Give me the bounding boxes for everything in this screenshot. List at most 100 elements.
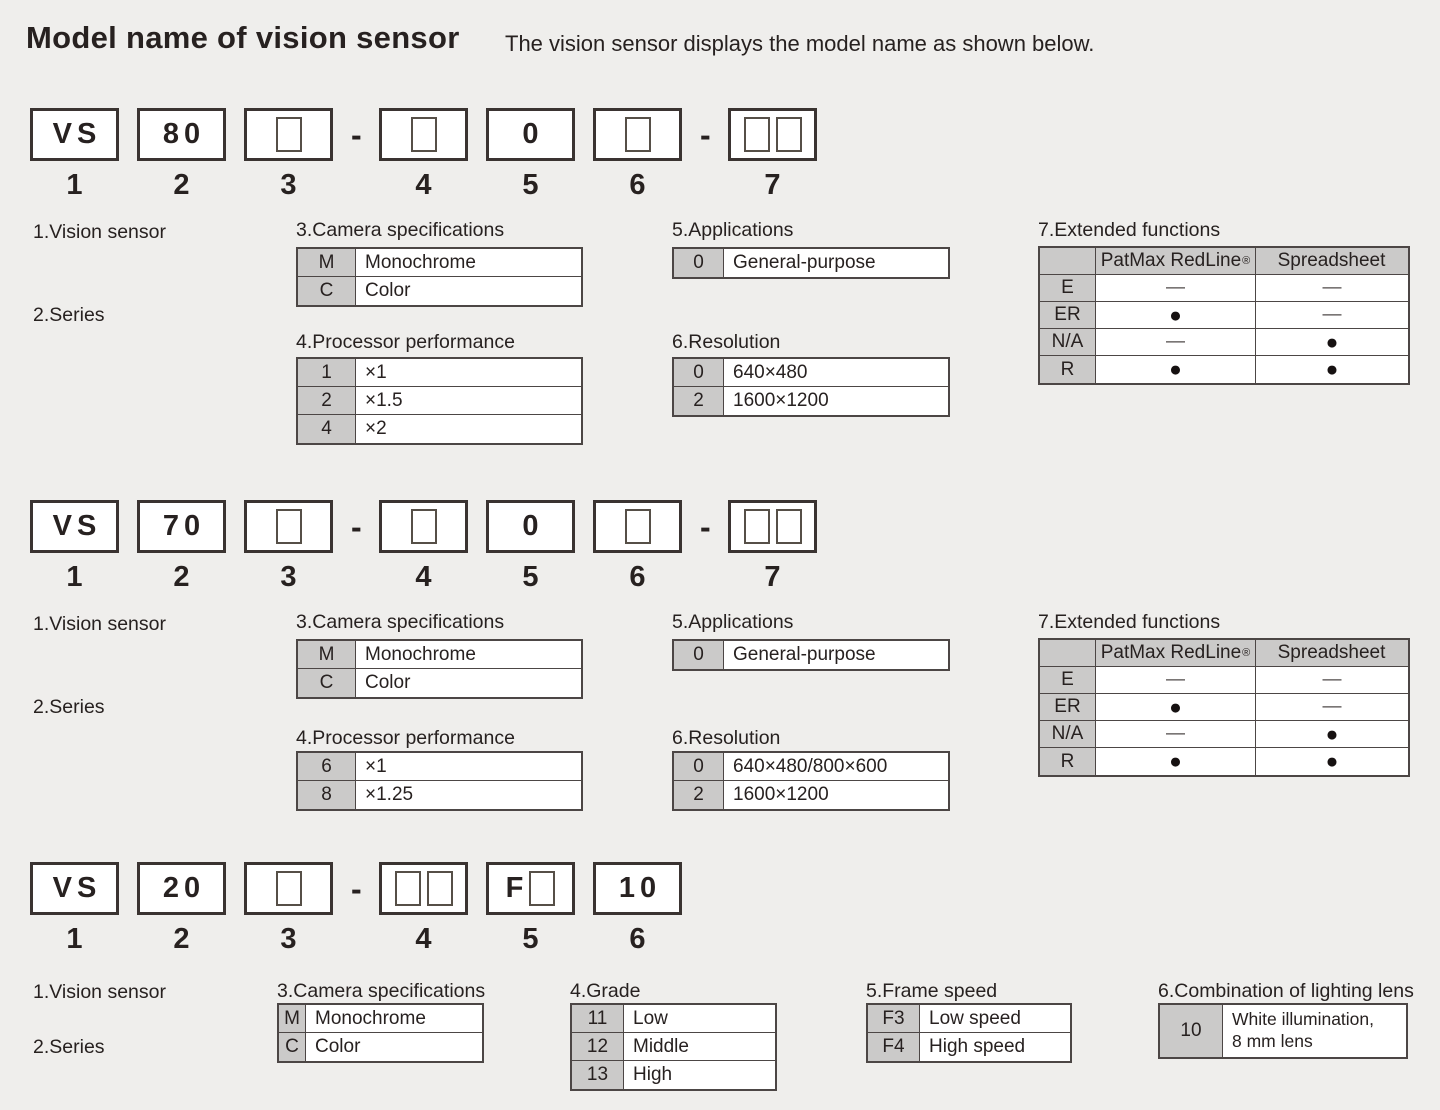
segment-number: 4	[415, 561, 432, 593]
segment-number: 3	[280, 923, 297, 955]
matrix-row: R●●	[1040, 356, 1408, 383]
matrix-value-cell: —	[1256, 275, 1408, 301]
table-heading-camera: 3.Camera specifications	[296, 611, 505, 633]
matrix-value-cell: —	[1256, 694, 1408, 720]
segment-number: 6	[629, 561, 646, 593]
segment-number: 3	[280, 169, 297, 201]
matrix-key-cell: R	[1040, 356, 1096, 383]
matrix-value-cell: ●	[1256, 329, 1408, 355]
table-row: M Monochrome	[279, 1005, 482, 1033]
model-box: 80	[137, 108, 226, 161]
model-box-text: 80	[162, 118, 206, 150]
dash-separator: -	[351, 508, 362, 545]
model-box: F	[486, 862, 575, 915]
key-cell: 8	[298, 781, 356, 809]
segment-number: 4	[415, 169, 432, 201]
dot-mark: ●	[1325, 750, 1339, 773]
digit-spacer	[351, 169, 361, 202]
table-heading-grade: 4.Grade	[570, 980, 641, 1002]
matrix-key-cell: ER	[1040, 302, 1096, 328]
value-line: 8 mm lens	[1232, 1031, 1313, 1051]
matrix-value-cell: —	[1096, 329, 1256, 355]
matrix-value-cell: —	[1096, 275, 1256, 301]
table-heading-applications: 5.Applications	[672, 219, 794, 241]
value-cell: 1600×1200	[733, 784, 829, 805]
matrix-row: E——	[1040, 667, 1408, 694]
model-box-placeholder	[379, 500, 468, 553]
dash-separator: -	[351, 116, 362, 153]
matrix-value-cell: —	[1256, 667, 1408, 693]
value-cell: Color	[365, 672, 411, 693]
matrix-row: E——	[1040, 275, 1408, 302]
table-heading-applications: 5.Applications	[672, 611, 794, 633]
table-heading-camera: 3.Camera specifications	[296, 219, 505, 241]
placeholder-square	[275, 509, 302, 544]
placeholder-square	[275, 117, 302, 152]
label-series: 2.Series	[33, 696, 105, 718]
label-vision-sensor: 1.Vision sensor	[33, 981, 166, 1003]
table-row: M Monochrome	[298, 249, 581, 277]
table-heading-camera: 3.Camera specifications	[277, 980, 486, 1002]
segment-number: 6	[629, 923, 646, 955]
key-cell: M	[298, 249, 356, 276]
digit-spacer	[351, 923, 361, 956]
value-cell: High speed	[929, 1036, 1026, 1057]
value-cell: Color	[315, 1036, 361, 1057]
value-cell: ×1.25	[365, 784, 414, 805]
value-cell: White illumination,8 mm lens	[1223, 1005, 1406, 1057]
model-box-placeholder	[379, 862, 468, 915]
key-cell: F3	[868, 1005, 920, 1032]
model-box-placeholder	[379, 108, 468, 161]
matrix-value-cell: ●	[1256, 748, 1408, 775]
matrix-row: ER●—	[1040, 694, 1408, 721]
matrix-row: N/A—●	[1040, 329, 1408, 356]
dash-mark: —	[1322, 696, 1342, 717]
matrix-header-row: PatMax RedLine®Spreadsheet	[1040, 248, 1408, 275]
matrix-key-cell: N/A	[1040, 721, 1096, 747]
segment-number: 3	[280, 561, 297, 593]
key-cell: M	[279, 1005, 306, 1032]
matrix-header-row: PatMax RedLine®Spreadsheet	[1040, 640, 1408, 667]
key-cell: 2	[298, 387, 356, 414]
value-cell: Monochrome	[365, 251, 476, 273]
key-cell: 0	[674, 359, 724, 386]
matrix-column-header-text: PatMax RedLine	[1100, 642, 1242, 663]
dot-mark: ●	[1325, 722, 1339, 746]
table-heading-resolution: 6.Resolution	[672, 727, 781, 749]
key-cell: 0	[674, 753, 724, 780]
dot-mark: ●	[1169, 303, 1182, 327]
matrix-key-cell: E	[1040, 667, 1096, 693]
matrix-column-header-text: Spreadsheet	[1277, 250, 1386, 271]
value-cell: General-purpose	[733, 644, 876, 665]
dash-separator: -	[700, 508, 711, 545]
model-box-text: VS	[52, 118, 102, 150]
table-heading-extended-functions: 7.Extended functions	[1038, 219, 1221, 241]
label-vision-sensor: 1.Vision sensor	[33, 221, 166, 243]
matrix-row: R●●	[1040, 748, 1408, 775]
dot-mark: ●	[1169, 750, 1182, 773]
segment-number: 5	[522, 561, 539, 593]
key-cell: 2	[674, 387, 724, 415]
value-cell: Monochrome	[315, 1007, 426, 1029]
placeholder-square	[410, 509, 437, 544]
key-cell: F4	[868, 1033, 920, 1061]
key-cell: 1	[298, 359, 356, 386]
key-cell: 6	[298, 753, 356, 780]
model-box-placeholder	[244, 108, 333, 161]
dot-mark: ●	[1325, 330, 1339, 354]
key-cell: 12	[572, 1033, 624, 1060]
matrix-value-cell: ●	[1256, 721, 1408, 747]
matrix-key-cell: ER	[1040, 694, 1096, 720]
